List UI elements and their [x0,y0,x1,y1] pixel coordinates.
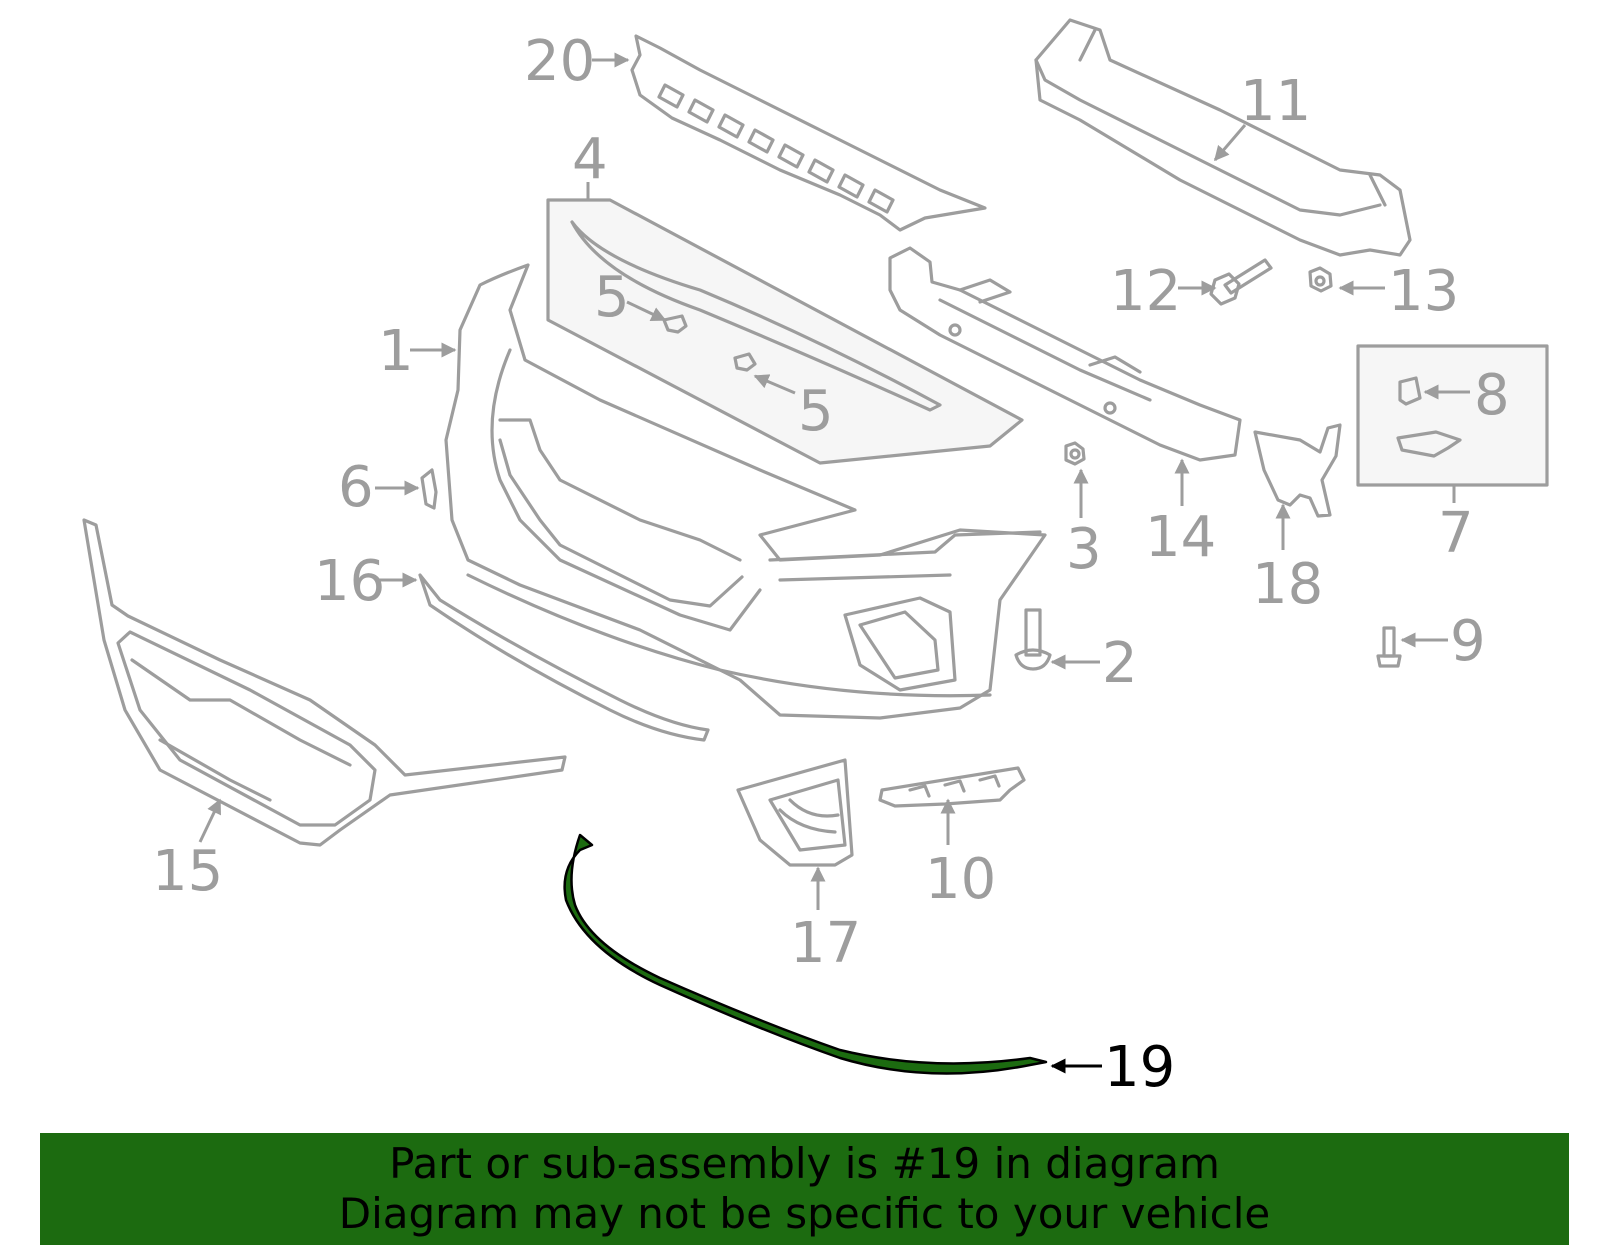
callout-14: 14 [1145,505,1216,570]
callout-5-upper: 5 [594,265,630,330]
part-14-energy-absorber [888,246,1242,462]
callout-15: 15 [152,839,223,904]
part-19-highlighted-molding [563,833,1048,1075]
part-15-grille [82,518,567,847]
callout-3: 3 [1066,517,1102,582]
callout-5-lower: 5 [798,379,834,444]
callout-10: 10 [925,847,996,912]
part-13-nut [1308,266,1333,293]
part-6-clip [420,468,438,510]
part-3-nut [1064,441,1086,466]
callout-6: 6 [338,455,374,520]
part-1-bumper-cover [444,263,1047,720]
part-4-garnish-panel [546,198,1024,465]
callout-8: 8 [1474,363,1510,428]
callout-20: 20 [524,29,595,94]
callout-7: 7 [1438,501,1474,566]
banner-line-2: Diagram may not be specific to your vehi… [338,1189,1271,1238]
part-11-reinforcement-beam [1034,18,1412,257]
callout-13: 13 [1388,259,1459,324]
part-17-fog-bezel [736,758,854,867]
part-2-bolt [1014,608,1052,671]
part-7-bracket-kit [1356,344,1549,487]
callout-4: 4 [572,127,608,192]
callout-16: 16 [314,549,385,614]
callout-11: 11 [1240,69,1311,134]
part-16-lower-molding [418,573,710,742]
callout-19: 19 [1104,1035,1175,1100]
part-20-upper-absorber [630,34,987,232]
banner-line-1: Part or sub-assembly is #19 in diagram [389,1139,1220,1188]
callout-2: 2 [1102,631,1138,696]
callout-18: 18 [1252,552,1323,617]
part-12-bolt [1209,258,1273,306]
callout-labels: 20 11 4 12 13 5 5 1 8 6 3 14 7 18 16 9 2… [152,29,1510,1100]
callout-17: 17 [790,911,861,976]
leader-lines [198,52,1470,1074]
part-9-screw [1376,626,1402,668]
callout-1: 1 [378,319,414,384]
callout-12: 12 [1110,259,1181,324]
part-10-bracket [878,766,1026,808]
part-info-banner: Part or sub-assembly is #19 in diagram D… [40,1133,1569,1245]
part-18-side-bracket [1253,423,1342,518]
callout-9: 9 [1450,609,1486,674]
